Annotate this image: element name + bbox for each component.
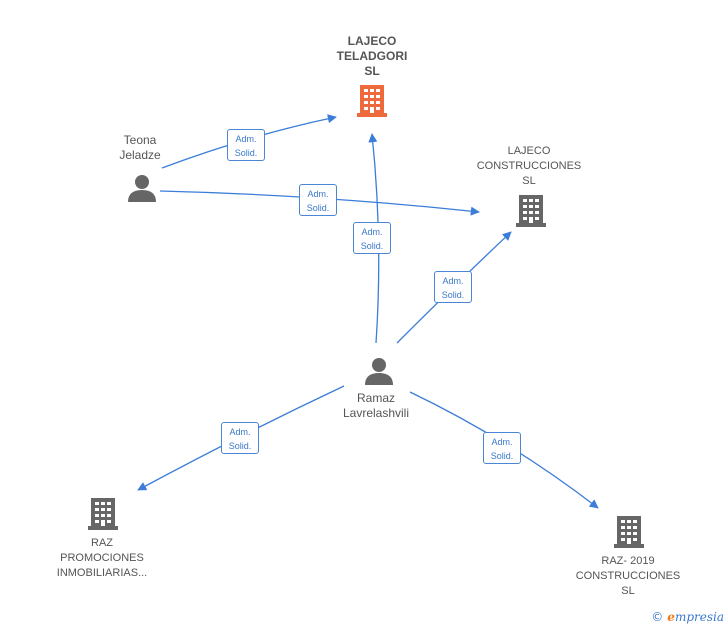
edge-label: Adm. Solid.: [299, 184, 337, 216]
node-label-raz-promociones[interactable]: RAZ PROMOCIONES INMOBILIARIAS...: [56, 537, 148, 579]
brand-logo: ©empresia: [651, 610, 724, 624]
building-icon[interactable]: [516, 195, 546, 227]
edge-label: Adm. Solid.: [227, 129, 265, 161]
node-label-ramaz-lavrelashvili[interactable]: Ramaz Lavrelashvili: [342, 391, 410, 420]
building-icon[interactable]: [88, 498, 118, 530]
edge-label: Adm. Solid.: [353, 222, 391, 254]
building-icon[interactable]: [614, 516, 644, 548]
person-icon[interactable]: [128, 175, 156, 202]
node-label-lajeco-teladgori[interactable]: LAJECO TELADGORI SL: [336, 34, 408, 78]
node-label-teona-jeladze[interactable]: Teona Jeladze: [119, 133, 161, 162]
node-label-raz-2019[interactable]: RAZ- 2019 CONSTRUCCIONES SL: [575, 555, 681, 597]
copyright-icon: ©: [651, 610, 664, 624]
edge-label: Adm. Solid.: [483, 432, 521, 464]
person-icon[interactable]: [365, 358, 393, 385]
edge-label: Adm. Solid.: [434, 271, 472, 303]
building-icon[interactable]: [357, 85, 387, 117]
brand-e: e: [667, 610, 675, 624]
brand-name: mpresia: [674, 610, 724, 624]
edge-label: Adm. Solid.: [221, 422, 259, 454]
node-label-lajeco-construcciones[interactable]: LAJECO CONSTRUCCIONES SL: [476, 145, 582, 187]
